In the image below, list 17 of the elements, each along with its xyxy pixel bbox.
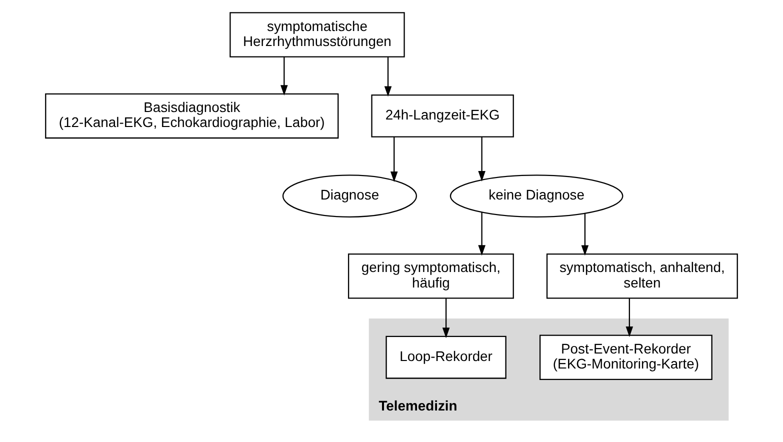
node-box: symptomatisch, anhaltend, selten [546,254,738,299]
arrow [442,298,450,338]
node-ellipse: Diagnose [282,174,418,218]
arrow [390,137,398,182]
node-box: gering symptomatisch, häufig [348,254,514,299]
arrow [581,213,589,256]
node-box: Post-Event-Rekorder (EKG-Monitoring-Karte) [539,334,712,380]
node-box: Basisdiagnostik (12-Kanal-EKG, Echokardiographie, Labor) [45,93,339,139]
arrow [384,56,392,97]
arrow [280,56,288,96]
node-box: Loop-Rekorder [386,336,506,379]
arrow [626,298,634,337]
arrow [478,212,486,256]
node-ellipse: keine Diagnose [450,174,624,218]
node-box: 24h-Langzeit-EKG [371,94,514,138]
node-box: symptomatische Herzrhythmusstörungen [230,12,405,58]
arrow [478,137,486,182]
